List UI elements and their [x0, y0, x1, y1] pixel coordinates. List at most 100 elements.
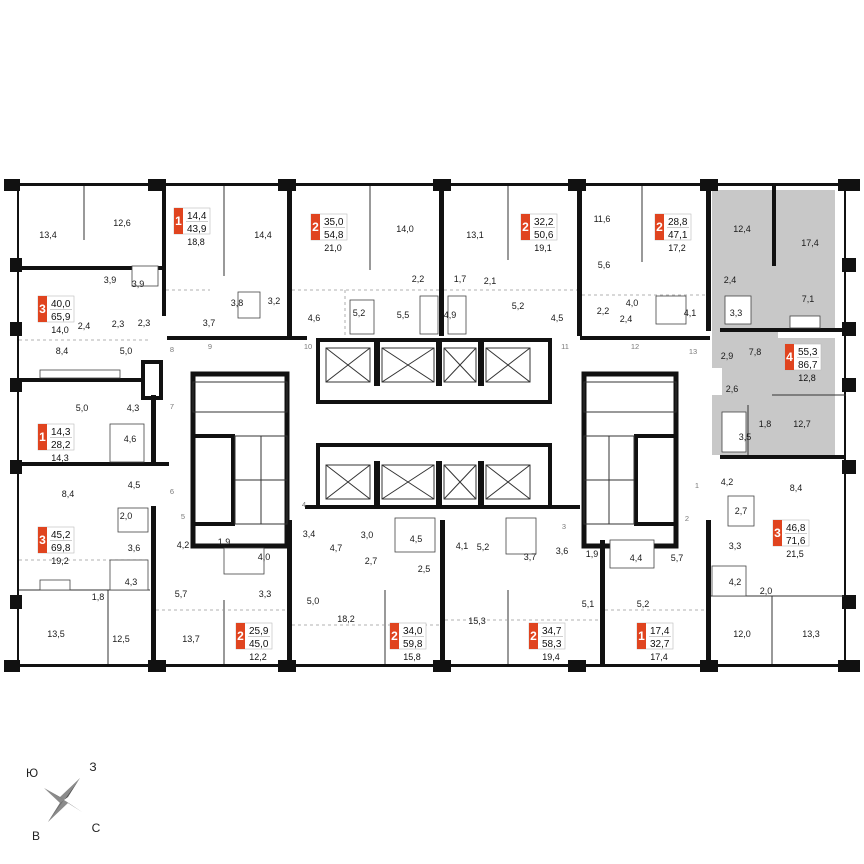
room-area-label: 4,5: [410, 534, 423, 544]
rooms-count: 1: [39, 430, 46, 444]
living-area: 45,0: [249, 639, 269, 650]
entrance-number: 11: [561, 342, 569, 351]
room-area-label: 15,3: [468, 616, 486, 626]
main-room-area: 19,1: [534, 243, 552, 253]
room-area-label: 4,3: [125, 577, 138, 587]
entrance-number: 6: [170, 487, 174, 496]
compass-east: В: [32, 829, 40, 843]
total-area: 25,9: [249, 626, 269, 637]
room-area-label: 3,3: [259, 589, 272, 599]
rooms-count-chip: [637, 623, 646, 649]
rooms-count-chip: [38, 424, 47, 450]
room-area-label: 3,9: [132, 279, 145, 289]
living-area: 71,6: [786, 536, 806, 547]
stair-core-left: [190, 371, 290, 549]
room-area-label: 5,2: [512, 301, 525, 311]
total-area: 14,3: [51, 427, 71, 438]
room-area-label: 2,5: [418, 564, 431, 574]
room-area-label: 5,0: [120, 346, 133, 356]
total-area: 40,0: [51, 299, 71, 310]
rooms-count: 2: [312, 220, 319, 234]
room-area-label: 3,7: [203, 318, 216, 328]
living-area: 65,9: [51, 312, 71, 323]
room-area-label: 7,8: [749, 347, 762, 357]
room-area-label: 3,6: [556, 546, 569, 556]
room-area-label: 5,2: [353, 308, 366, 318]
room-area-label: 4,1: [684, 308, 697, 318]
room-area-label: 4,0: [626, 298, 639, 308]
entrance-number: 10: [304, 342, 312, 351]
entrance-number: 2: [685, 514, 689, 523]
room-area-label: 2,1: [484, 276, 497, 286]
compass-star-icon: [44, 778, 82, 822]
total-area: 32,2: [534, 217, 554, 228]
room-area-label: 4,3: [127, 403, 140, 413]
room-area-label: 1,8: [759, 419, 772, 429]
room-area-label: 5,7: [671, 553, 684, 563]
room-area-label: 2,0: [760, 586, 773, 596]
room-area-label: 5,0: [307, 596, 320, 606]
rooms-count: 3: [39, 302, 46, 316]
elevator-core: [316, 338, 552, 509]
room-area-label: 1,8: [92, 592, 105, 602]
rooms-count-chip: [390, 623, 399, 649]
room-area-label: 2,9: [721, 351, 734, 361]
rooms-count-chip: [38, 527, 47, 553]
rooms-count-chip: [174, 208, 183, 234]
main-room-area: 19,2: [51, 556, 69, 566]
living-area: 59,8: [403, 639, 423, 650]
room-area-label: 3,8: [231, 298, 244, 308]
room-area-label: 5,2: [477, 542, 490, 552]
room-area-label: 2,7: [735, 506, 748, 516]
room-area-label: 4,6: [124, 434, 137, 444]
total-area: 46,8: [786, 523, 806, 534]
room-area-label: 18,2: [337, 614, 355, 624]
room-area-label: 4,5: [551, 313, 564, 323]
rooms-count: 3: [39, 533, 46, 547]
rooms-count: 1: [638, 629, 645, 643]
main-room-area: 17,2: [668, 243, 686, 253]
room-area-label: 14,0: [396, 224, 414, 234]
rooms-count-chip: [773, 520, 782, 546]
compass-north: З: [89, 760, 96, 774]
rooms-count: 2: [391, 629, 398, 643]
room-area-label: 2,2: [412, 274, 425, 284]
room-area-label: 4,1: [456, 541, 469, 551]
bathroom-fixtures: [39, 265, 821, 597]
room-area-label: 12,4: [733, 224, 751, 234]
room-area-label: 3,7: [524, 552, 537, 562]
living-area: 47,1: [668, 230, 688, 241]
room-area-label: 1,9: [586, 549, 599, 559]
room-area-label: 2,4: [78, 321, 91, 331]
entrance-number: 12: [631, 342, 639, 351]
room-area-label: 8,4: [62, 489, 75, 499]
living-area: 28,2: [51, 440, 71, 451]
room-area-label: 3,4: [303, 529, 316, 539]
living-area: 43,9: [187, 224, 207, 235]
compass: Ю З В С: [26, 760, 101, 843]
room-area-label: 2,2: [597, 306, 610, 316]
room-area-label: 1,7: [454, 274, 467, 284]
compass-south: С: [92, 821, 101, 835]
room-area-label: 7,1: [802, 294, 815, 304]
room-area-label: 4,4: [630, 553, 643, 563]
rooms-count: 2: [656, 220, 663, 234]
room-area-label: 4,2: [729, 577, 742, 587]
entrance-number: 1: [695, 481, 699, 490]
rooms-count: 2: [530, 629, 537, 643]
rooms-count: 1: [175, 214, 182, 228]
